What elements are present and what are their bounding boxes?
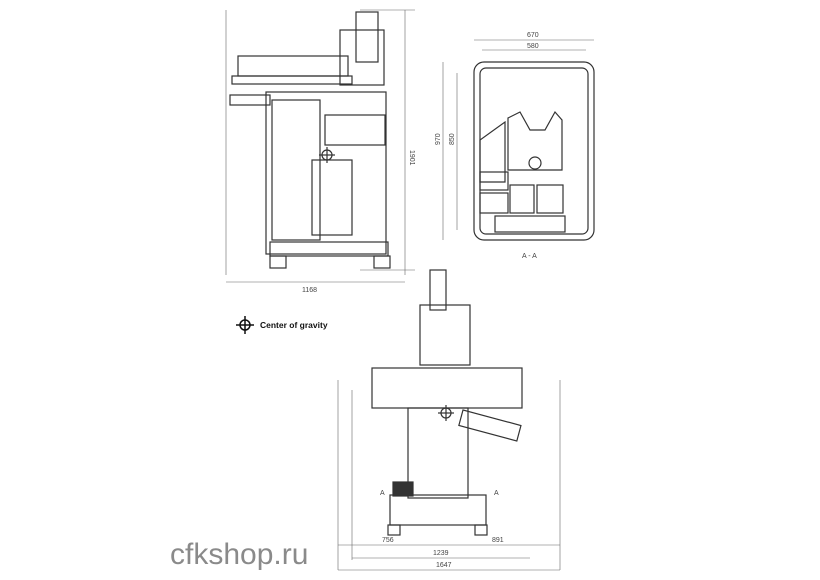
front-view: 756 891 1239 1647 A A — [337, 269, 561, 571]
legend: Center of gravity — [236, 316, 328, 334]
center-of-gravity-marker — [438, 405, 454, 421]
legend-label: Center of gravity — [260, 320, 328, 330]
section-marker-left: A — [380, 490, 385, 497]
section-outer-width-dim: 670 — [527, 32, 539, 39]
center-of-gravity-icon — [236, 316, 254, 334]
watermark: cfkshop.ru — [170, 538, 309, 571]
center-of-gravity-marker — [319, 147, 335, 163]
side-width-dim: 1168 — [302, 287, 317, 294]
front-total-dim: 1647 — [436, 562, 452, 569]
front-inner-total-dim: 1239 — [433, 550, 449, 557]
side-height-dim: 1901 — [408, 150, 415, 166]
section-view: 670 580 970 850 A - A — [435, 32, 595, 260]
side-view: 1901 1168 — [225, 9, 415, 294]
section-marker-right: A — [494, 490, 499, 497]
front-right-dim: 891 — [492, 537, 504, 544]
front-left-dim: 756 — [382, 537, 394, 544]
section-inner-width-dim: 580 — [527, 43, 539, 50]
section-label: A - A — [522, 253, 537, 260]
section-outer-height-dim: 970 — [435, 133, 442, 145]
section-inner-height-dim: 850 — [449, 133, 456, 145]
